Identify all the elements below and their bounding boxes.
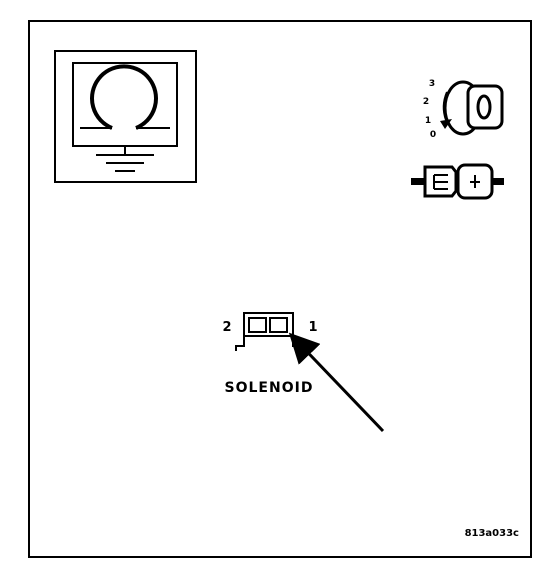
disconnected-connector-icon — [411, 163, 504, 200]
key-position-1: 1 — [425, 116, 431, 126]
key-position-2: 2 — [423, 97, 429, 107]
probe-arrow — [288, 332, 385, 433]
connector-pin-2-label: 2 — [222, 320, 231, 335]
solenoid-label: SOLENOID — [225, 380, 314, 396]
solenoid-connector: 2 1 — [222, 312, 318, 351]
key-position-0: 0 — [430, 130, 436, 140]
key-position-3: 3 — [429, 79, 435, 89]
connector-pin-1-label: 1 — [308, 320, 317, 335]
ignition-key-icon: 3 2 1 0 — [423, 79, 504, 140]
figure-id-label: 813a033c — [465, 528, 519, 539]
ohmmeter-icon — [54, 50, 197, 183]
